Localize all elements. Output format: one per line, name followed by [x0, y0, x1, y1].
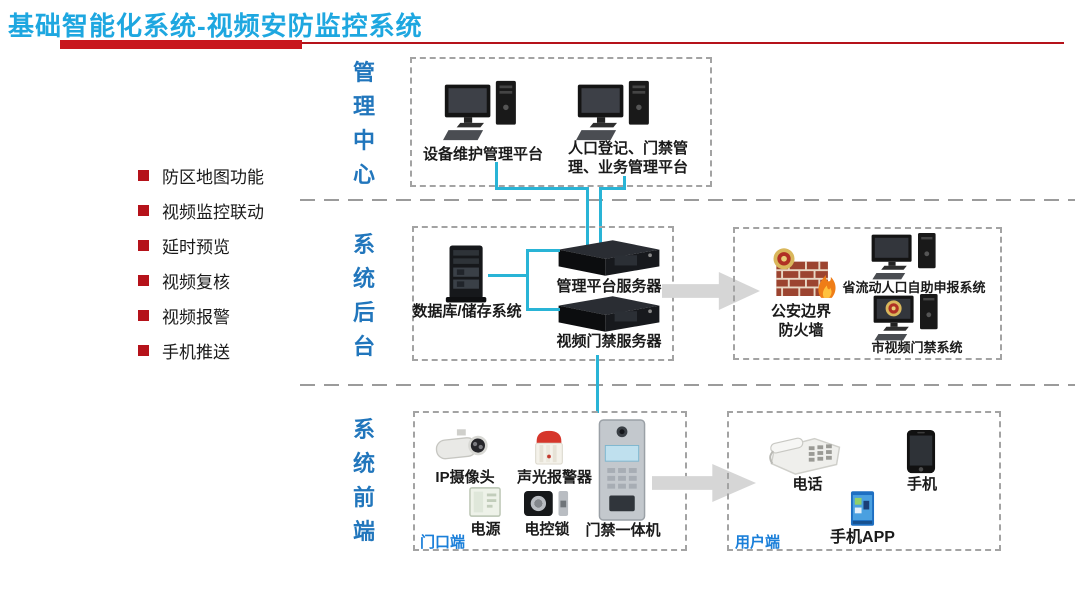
mobile-label: 手机 [906, 476, 937, 493]
section-divider [300, 384, 1075, 386]
smartphone-icon [906, 428, 936, 475]
feature-list: 防区地图功能 视频监控联动 延时预览 视频复核 视频报警 手机推送 [138, 158, 318, 368]
feature-label: 防区地图功能 [162, 168, 264, 187]
connector-line [488, 274, 529, 277]
connector-line [596, 355, 599, 413]
power-supply-icon [468, 486, 502, 518]
bullet-square-icon [138, 275, 149, 286]
bullet-square-icon [138, 170, 149, 181]
telephone-label: 电话 [792, 476, 823, 493]
registration-platform-label: 人口登记、门禁管理、业务管理平台 [567, 140, 688, 176]
alarm-label: 声光报警器 [516, 469, 592, 486]
title-underline-rule [302, 42, 1064, 44]
city-system-label: 市视频门禁系统 [871, 340, 963, 355]
desktop-computer-badge-icon [870, 294, 946, 342]
province-system-label: 省流动人口自助申报系统 [842, 280, 986, 295]
user-zone-label: 用户端 [735, 534, 781, 551]
device-platform-label: 设备维护管理平台 [422, 146, 543, 163]
desktop-computer-icon [576, 78, 658, 144]
firewall-label: 公安边界防火墙 [770, 303, 831, 339]
ip-camera-label: IP摄像头 [435, 469, 495, 486]
telephone-icon [766, 430, 842, 476]
connector-line [586, 187, 589, 253]
feature-item: 防区地图功能 [138, 158, 318, 193]
power-label: 电源 [470, 521, 501, 538]
connector-line [599, 187, 626, 190]
layer-label-system-backend: 系统后台 [352, 232, 375, 359]
bullet-square-icon [138, 205, 149, 216]
door-zone-label: 门口端 [420, 534, 466, 551]
alarm-icon [530, 427, 568, 466]
user-side-box [727, 411, 1001, 551]
feature-item: 视频复核 [138, 263, 318, 298]
feature-label: 视频复核 [162, 273, 230, 292]
feature-label: 视频监控联动 [162, 203, 264, 222]
connector-line [623, 176, 626, 190]
feature-item: 延时预览 [138, 228, 318, 263]
connector-line [495, 187, 589, 190]
connector-line [495, 162, 498, 189]
desktop-computer-icon [868, 233, 944, 281]
connector-line [526, 308, 560, 311]
feature-item: 视频监控联动 [138, 193, 318, 228]
connector-line [526, 249, 560, 252]
feature-item: 手机推送 [138, 333, 318, 368]
section-divider [300, 199, 1075, 201]
firewall-icon [763, 246, 847, 304]
video-server-label: 视频门禁服务器 [556, 333, 662, 350]
access-machine-label: 门禁一体机 [585, 522, 661, 539]
mobile-app-icon [850, 490, 875, 527]
access-control-panel-icon [597, 419, 647, 521]
police-systems-box [733, 227, 1002, 360]
feature-label: 手机推送 [162, 343, 230, 362]
mgmt-server-label: 管理平台服务器 [556, 278, 662, 295]
rack-server-icon [553, 238, 665, 278]
feature-label: 视频报警 [162, 308, 230, 327]
bullet-square-icon [138, 345, 149, 356]
feature-label: 延时预览 [162, 238, 230, 257]
feature-item: 视频报警 [138, 298, 318, 333]
desktop-computer-icon [443, 78, 525, 144]
electric-lock-label: 电控锁 [524, 521, 570, 538]
title-underline-bar [60, 40, 302, 49]
bullet-square-icon [138, 240, 149, 251]
rack-server-icon [553, 294, 665, 334]
ip-camera-icon [433, 427, 495, 467]
connector-line [526, 249, 529, 311]
connector-line [599, 187, 602, 253]
management-center-box [410, 57, 712, 187]
electric-lock-icon [524, 489, 570, 518]
page-title: 基础智能化系统-视频安防监控系统 [8, 11, 423, 41]
bullet-square-icon [138, 310, 149, 321]
database-label: 数据库/储存系统 [412, 303, 522, 320]
layer-label-management-center: 管理中心 [352, 60, 375, 187]
mobile-app-label: 手机APP [830, 529, 895, 546]
layer-label-system-frontend: 系统前端 [352, 417, 375, 544]
tower-server-icon [444, 243, 490, 305]
